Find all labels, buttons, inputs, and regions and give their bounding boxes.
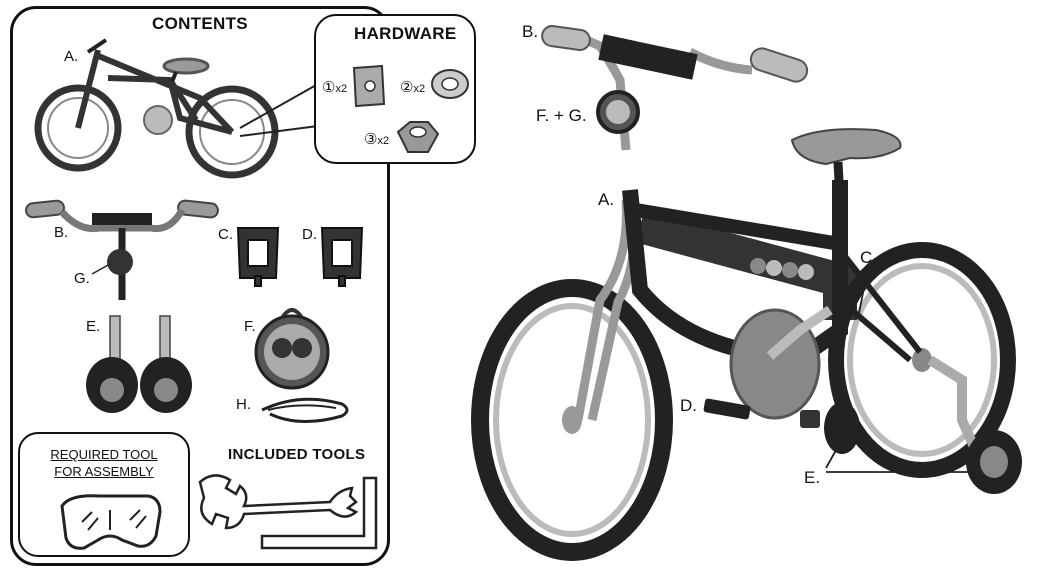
contents-label-e: E. [86,318,101,335]
contents-label-a: A. [64,48,79,65]
washer-ring-icon [431,69,469,99]
hardware-item-3-qty: x2 [377,135,390,147]
hardware-item-3-number: ③ [364,131,378,148]
bike-callout-b: B. [522,22,539,41]
included-tools-title: INCLUDED TOOLS [228,446,366,463]
contents-label-g: G. [74,270,90,287]
hardware-item-1: ①x2 [322,78,347,97]
bike-seat [790,128,902,201]
bike-callout-e: E. [804,468,821,487]
bike-callout-d: D. [680,396,697,415]
contents-label-h: H. [236,396,251,413]
axle-nut-icon [396,121,440,153]
bike-callout-lines [720,267,980,473]
bike-front-wheel [471,279,673,561]
required-tool-line2: FOR ASSEMBLY [54,464,154,479]
contents-label-c: C. [218,226,233,243]
hardware-item-1-number: ① [322,79,336,96]
contents-title: CONTENTS [152,14,248,33]
hardware-item-2-number: ② [400,79,414,96]
required-tool-line1: REQUIRED TOOL [50,447,158,462]
bike-rear-wheel [828,242,1016,478]
required-tool-heading: REQUIRED TOOL FOR ASSEMBLY [26,446,182,480]
washer-plate-icon [352,64,386,108]
hardware-item-3: ③x2 [364,130,389,149]
bike-handlebar [541,25,809,151]
allen-key-icon [260,476,378,550]
hardware-item-1-qty: x2 [335,83,348,95]
hardware-item-2: ②x2 [400,78,425,97]
contents-label-d: D. [302,226,317,243]
bike-callout-a: A. [598,190,615,209]
hardware-item-2-qty: x2 [413,83,426,95]
bike-training-wheels [824,355,1022,494]
contents-label-b: B. [54,224,69,241]
hardware-title: HARDWARE [354,24,457,43]
contents-label-f: F. [244,318,256,335]
bike-callout-fg: F. + G. [536,106,587,125]
bike-callout-c: C. [860,248,877,267]
wrench-icon [198,474,359,530]
